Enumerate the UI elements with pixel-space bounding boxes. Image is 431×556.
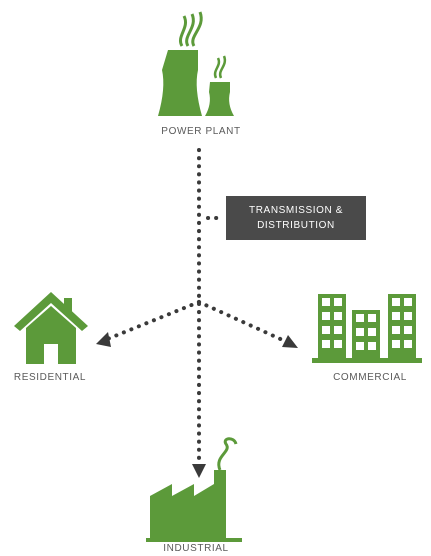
callout-line-1: TRANSMISSION & [249, 205, 343, 216]
factory-icon [146, 437, 242, 542]
house-icon [14, 292, 88, 364]
arrow-to-residential [96, 332, 111, 347]
transmission-distribution-callout: TRANSMISSION & DISTRIBUTION [226, 196, 366, 240]
industrial-label: INDUSTRIAL [163, 543, 229, 554]
office-buildings-icon [312, 294, 422, 363]
arrow-to-industrial [192, 464, 206, 478]
transmission-lines [103, 148, 289, 464]
power-plant-label: POWER PLANT [161, 126, 241, 137]
callout-line-2: DISTRIBUTION [257, 220, 335, 231]
arrow-to-commercial [282, 335, 298, 348]
line-to-commercial [197, 300, 289, 344]
line-to-residential [103, 300, 201, 342]
power-plant-icon [158, 11, 234, 116]
arrowheads [96, 332, 298, 478]
commercial-label: COMMERCIAL [333, 372, 407, 383]
residential-label: RESIDENTIAL [13, 372, 87, 383]
